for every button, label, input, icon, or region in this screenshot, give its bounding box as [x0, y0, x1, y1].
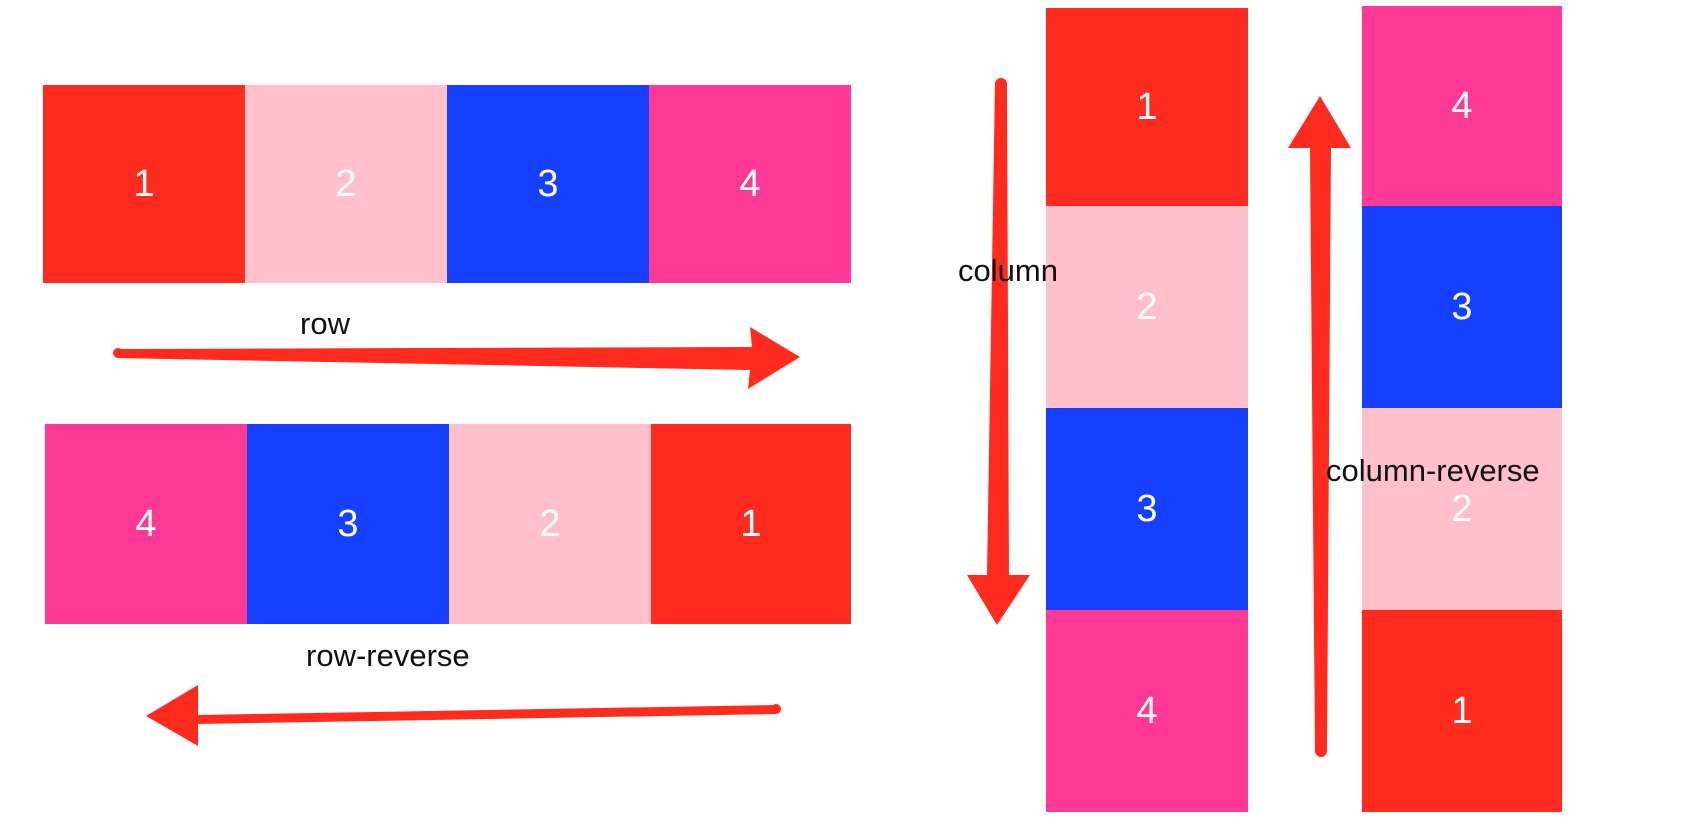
column-label: column — [958, 253, 1058, 288]
column-reverse-box-1: 1 — [1362, 610, 1562, 812]
column-box-3: 3 — [1046, 408, 1248, 610]
row-label: row — [300, 306, 350, 341]
column-reverse-box-3: 3 — [1362, 206, 1562, 408]
row-box-4: 4 — [649, 85, 851, 283]
row-reverse-box-4: 4 — [45, 424, 247, 624]
row-reverse-label: row-reverse — [306, 638, 470, 673]
arrow-right-icon — [113, 327, 800, 389]
column-box-1: 1 — [1046, 8, 1248, 206]
column-box-4: 4 — [1046, 610, 1248, 812]
arrow-down-icon — [967, 78, 1030, 625]
column-reverse-label: column-reverse — [1326, 453, 1540, 488]
row-reverse-box-1: 1 — [651, 424, 851, 624]
arrow-up-icon — [1288, 96, 1351, 757]
row-reverse-box-3: 3 — [247, 424, 449, 624]
row-reverse-box-2: 2 — [449, 424, 651, 624]
row-box-3: 3 — [447, 85, 649, 283]
column-box-2: 2 — [1046, 206, 1248, 408]
arrow-left-icon — [146, 685, 781, 746]
column-reverse-box-2: 2 — [1362, 408, 1562, 610]
column-reverse-box-4: 4 — [1362, 6, 1562, 206]
row-box-1: 1 — [43, 85, 245, 283]
row-box-2: 2 — [245, 85, 447, 283]
